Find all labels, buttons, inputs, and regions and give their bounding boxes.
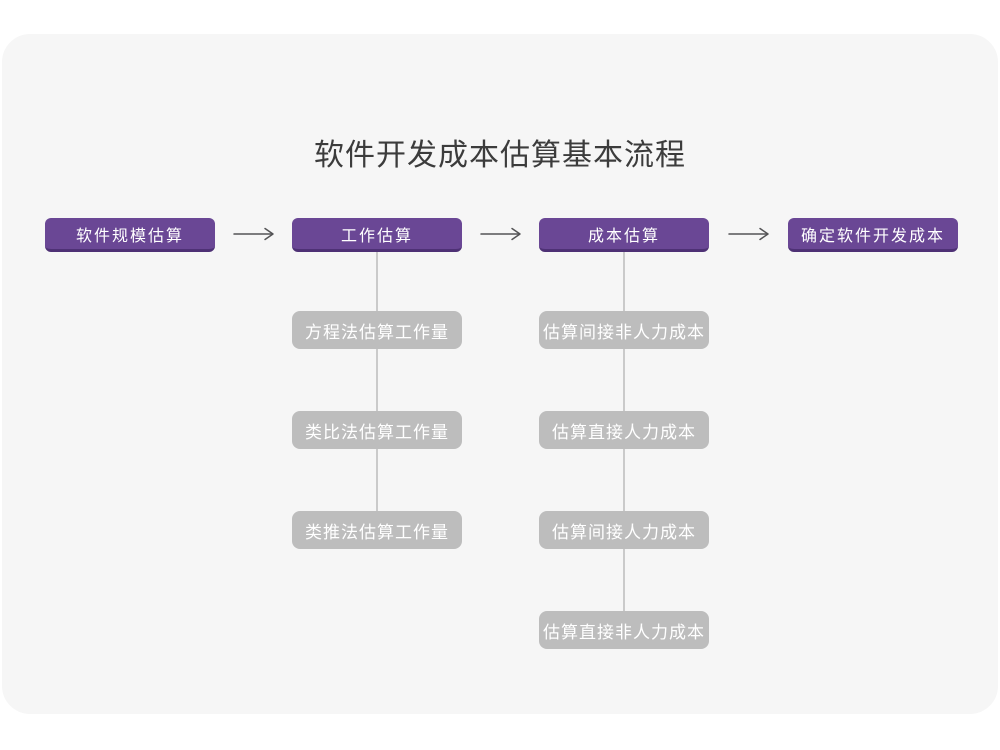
- diagram-title: 软件开发成本估算基本流程: [314, 139, 686, 172]
- subnode-indirect-nonlabor-cost: 估算间接非人力成本: [539, 311, 709, 349]
- right-arrow-icon: [233, 227, 274, 241]
- stage-cost-estimation: 成本估算: [539, 218, 709, 252]
- subnode-direct-nonlabor-cost: 估算直接非人力成本: [539, 611, 709, 649]
- subnode-analogy-method: 类推法估算工作量: [292, 511, 462, 549]
- subnode-equation-method: 方程法估算工作量: [292, 311, 462, 349]
- stage-determine-development-cost: 确定软件开发成本: [788, 218, 958, 252]
- stage-work-estimation: 工作估算: [292, 218, 462, 252]
- subnode-direct-labor-cost: 估算直接人力成本: [539, 411, 709, 449]
- subnode-indirect-labor-cost: 估算间接人力成本: [539, 511, 709, 549]
- stage-software-scale-estimation: 软件规模估算: [45, 218, 215, 252]
- right-arrow-icon: [728, 227, 769, 241]
- connector-work-estimation: [376, 252, 378, 529]
- subnode-comparison-method: 类比法估算工作量: [292, 411, 462, 449]
- right-arrow-icon: [480, 227, 521, 241]
- diagram-card: 软件开发成本估算基本流程 软件规模估算 工作估算 成本估算 确定软件开发成本 方…: [2, 34, 998, 714]
